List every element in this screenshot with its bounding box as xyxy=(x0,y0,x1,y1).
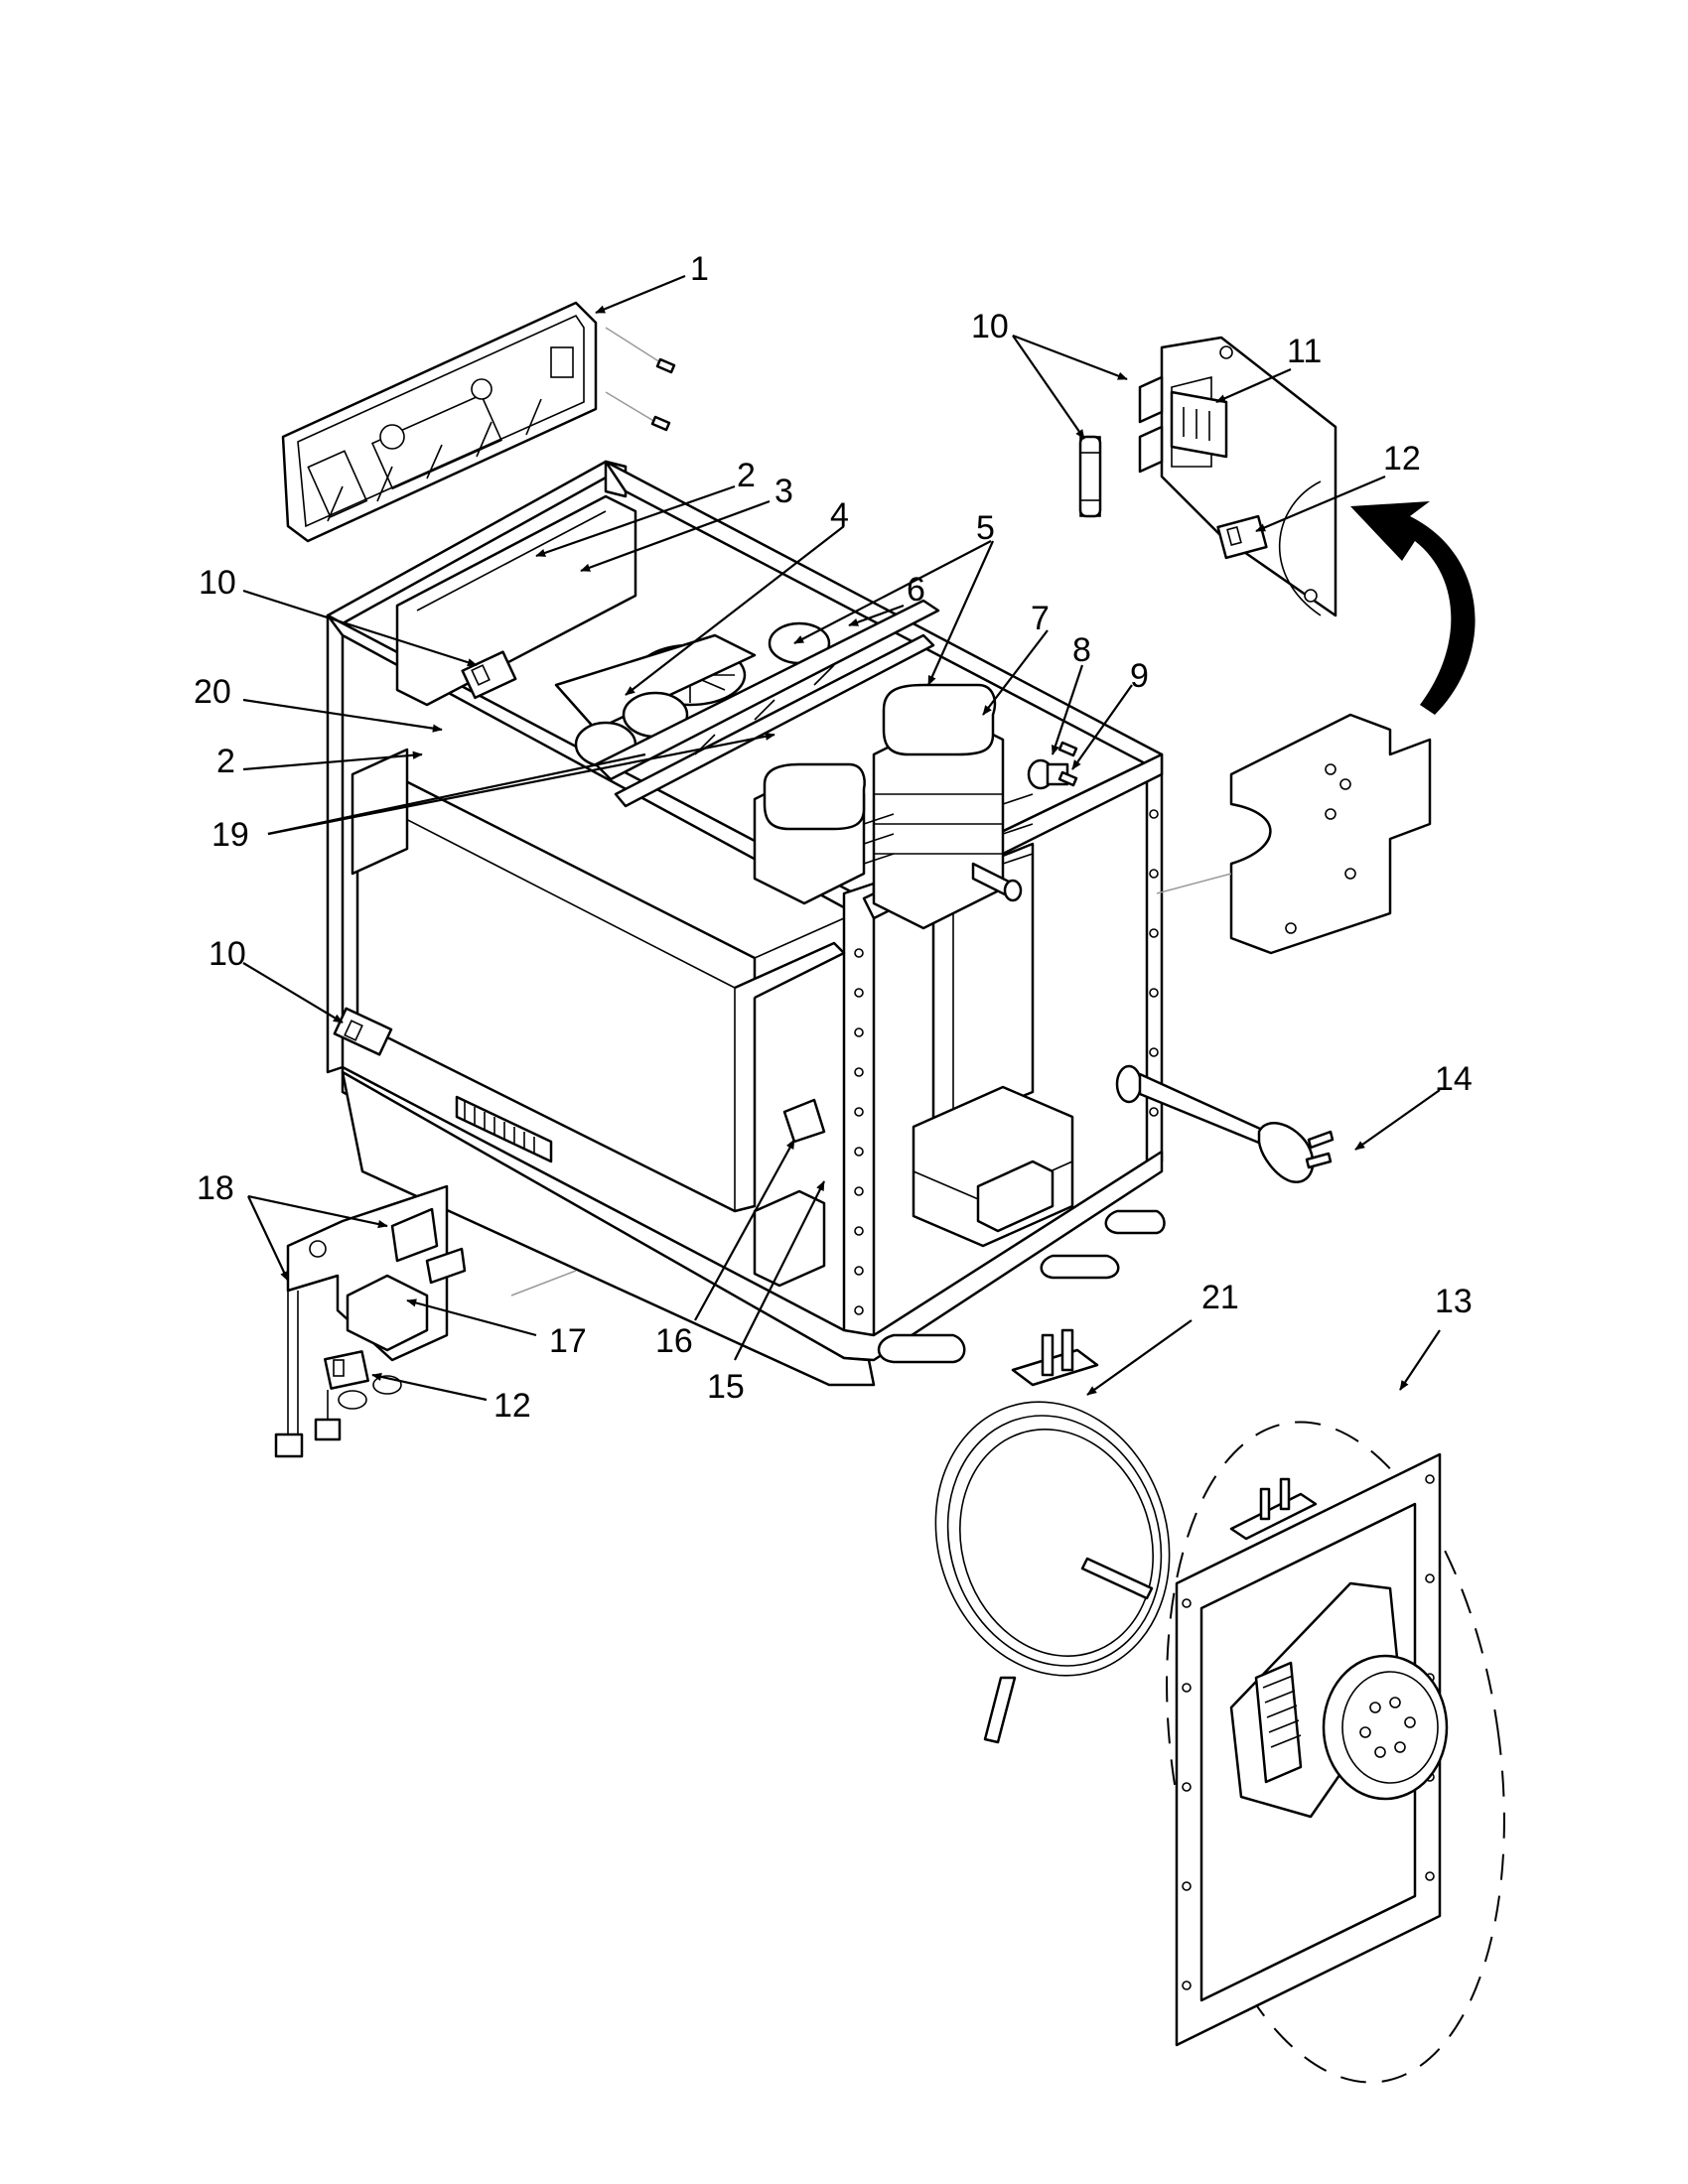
curved-arrow xyxy=(1350,501,1476,715)
callout-21: 21 xyxy=(1201,1279,1239,1316)
callout-19: 19 xyxy=(211,816,249,854)
callout-10-fuse: 10 xyxy=(971,308,1009,345)
callout-labels: 1 2 3 4 5 6 7 8 9 10 11 12 10 20 2 19 10… xyxy=(194,250,1473,1425)
cross-brace xyxy=(594,599,940,808)
power-cord xyxy=(1115,1064,1335,1183)
magnetron-small xyxy=(753,762,895,905)
callout-17: 17 xyxy=(549,1322,587,1360)
waveguide-tube xyxy=(971,862,1023,902)
control-panel xyxy=(281,301,598,543)
stirrer-fan xyxy=(554,633,757,732)
fuse xyxy=(1078,435,1102,518)
lower-inlet-receptacle xyxy=(324,1350,369,1390)
callout-2-side: 2 xyxy=(216,743,235,780)
interlock-switch-top xyxy=(461,650,517,700)
cutout-arc xyxy=(1278,480,1322,616)
heating-element xyxy=(934,1328,1171,1744)
callout-7: 7 xyxy=(1031,600,1050,637)
frame-holes xyxy=(854,809,1159,1315)
terminal-strip xyxy=(455,1095,553,1163)
callout-8: 8 xyxy=(1072,631,1091,669)
bracket-plate xyxy=(1156,713,1432,955)
convection-fan-assembly xyxy=(1166,1421,1505,2084)
top-cover-plate xyxy=(395,494,637,707)
callout-10-switch-bottom: 10 xyxy=(209,935,246,973)
callout-2-top: 2 xyxy=(737,457,756,494)
callout-10-switch-top: 10 xyxy=(199,564,236,602)
callout-13: 13 xyxy=(1435,1283,1473,1320)
callout-12-top: 12 xyxy=(1383,440,1421,478)
guide-line-left xyxy=(510,1270,577,1297)
callout-11: 11 xyxy=(1287,333,1322,370)
callout-3: 3 xyxy=(774,473,793,510)
high-voltage-transformer xyxy=(912,1085,1074,1248)
callout-14: 14 xyxy=(1435,1060,1473,1098)
door-sensor-bracket xyxy=(782,1098,826,1144)
callout-9: 9 xyxy=(1130,657,1149,695)
screw-pair xyxy=(605,327,676,432)
callout-12-bottom: 12 xyxy=(493,1387,531,1425)
callout-5: 5 xyxy=(976,509,995,547)
wire-harness xyxy=(274,1291,342,1458)
callout-4: 4 xyxy=(830,496,849,534)
magnetron-large xyxy=(872,683,1034,930)
callout-16: 16 xyxy=(655,1322,693,1360)
mounting-screws xyxy=(1057,741,1078,787)
callout-18: 18 xyxy=(197,1169,234,1207)
chassis-frame xyxy=(326,460,1164,1387)
relay-bracket-assembly xyxy=(286,1184,467,1362)
callout-1: 1 xyxy=(690,250,709,288)
callout-15: 15 xyxy=(707,1368,745,1406)
callout-20: 20 xyxy=(194,673,231,711)
fuse-holder-bracket xyxy=(1160,336,1337,617)
terminal-block xyxy=(1170,390,1228,459)
lower-relay xyxy=(753,1189,826,1288)
inlet-receptacle-top xyxy=(1216,514,1268,560)
leader-lines xyxy=(242,274,1441,1402)
oven-cavity xyxy=(351,748,1035,1213)
bottom-feet xyxy=(877,1209,1166,1364)
callout-6: 6 xyxy=(907,571,925,609)
fuse-clips xyxy=(1138,375,1164,474)
